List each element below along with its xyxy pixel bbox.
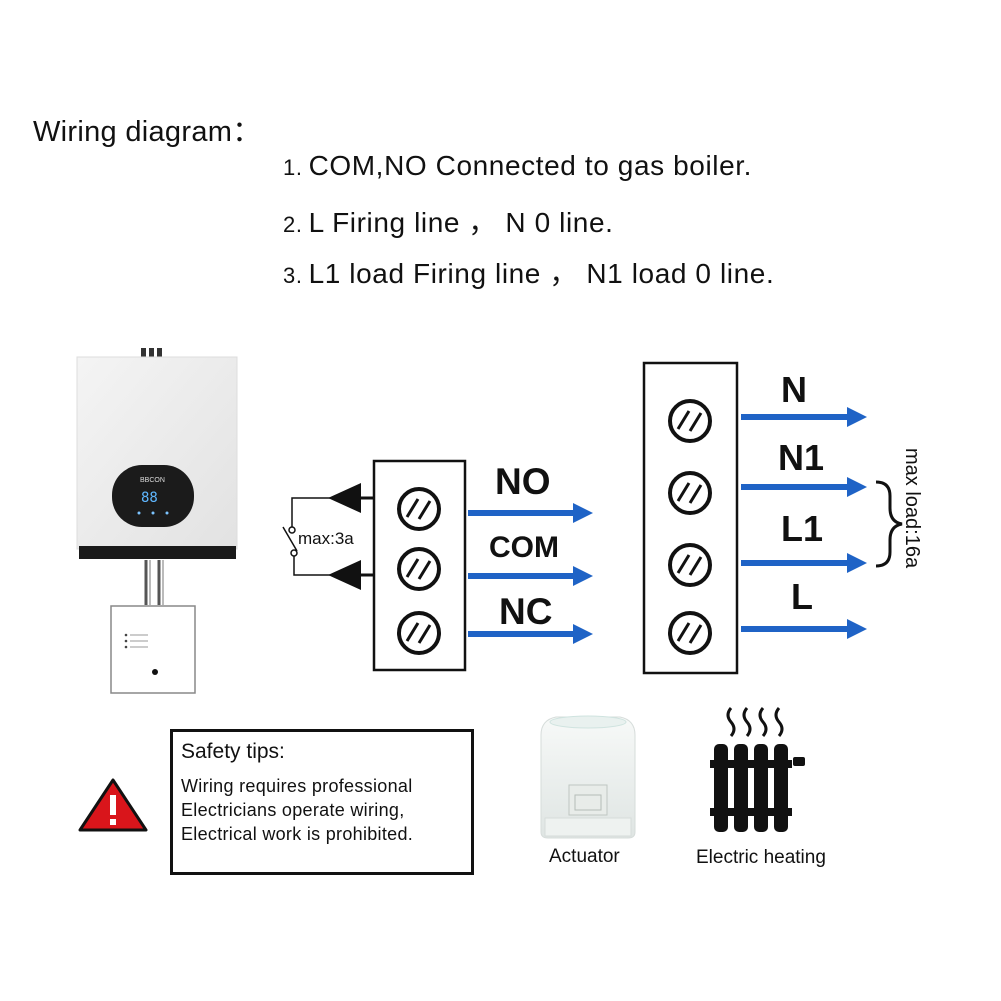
- step-3: 3.L1 load Firing line ， N1 load 0 line.: [283, 252, 774, 292]
- step-number: 3.: [283, 263, 303, 288]
- boiler-brand-label: BBCON: [140, 477, 165, 484]
- output-arrow-no: [468, 503, 593, 523]
- actuator-caption: Actuator: [549, 846, 620, 867]
- terminal-label-nc: NC: [499, 591, 552, 632]
- radiator-icon: [710, 707, 805, 832]
- output-arrow-l1: [741, 553, 867, 573]
- gas-boiler-image: BBCON 88: [76, 348, 238, 605]
- left-terminal-block: [372, 459, 467, 672]
- safety-tips-title: Safety tips:: [181, 740, 285, 763]
- safety-tip-line: Electricians operate wiring,: [181, 800, 405, 820]
- terminal-screw: [397, 547, 441, 591]
- terminal-label-l1: L1: [781, 508, 823, 549]
- boiler-display-readout: 88: [141, 490, 158, 506]
- thermostat-panel-image: [110, 605, 196, 694]
- step-2: 2.L Firing line ， N 0 line.: [283, 201, 614, 241]
- step-1: 1.COM,NO Connected to gas boiler.: [283, 150, 752, 182]
- step-text: L Firing line ， N 0 line.: [308, 207, 614, 238]
- step-number: 1.: [283, 155, 303, 180]
- step-text: COM,NO Connected to gas boiler.: [308, 150, 753, 181]
- terminal-label-com: COM: [489, 531, 559, 564]
- right-terminal-block: [642, 361, 739, 675]
- step-text: L1 load Firing line ， N1 load 0 line.: [308, 258, 775, 289]
- relay-switch-symbol: max:3a: [282, 497, 354, 576]
- safety-tip-line: Wiring requires professional: [181, 776, 413, 796]
- terminal-label-n: N: [781, 369, 807, 410]
- output-arrow-l: [741, 619, 867, 639]
- terminal-screw: [668, 399, 712, 443]
- safety-tip-line: Electrical work is prohibited.: [181, 824, 414, 844]
- terminal-screw: [668, 543, 712, 587]
- terminal-screw: [668, 471, 712, 515]
- relay-max-current-label: max:3a: [298, 529, 354, 548]
- electric-heating-caption: Electric heating: [696, 847, 826, 868]
- terminal-label-no: NO: [495, 461, 551, 502]
- output-arrow-n1: [741, 477, 867, 497]
- terminal-screw: [397, 611, 441, 655]
- max-load-label: max load:16a: [901, 448, 923, 569]
- terminal-screw: [397, 487, 441, 531]
- warning-icon: [78, 778, 148, 832]
- terminal-label-l: L: [791, 576, 813, 617]
- output-arrow-com: [468, 566, 593, 586]
- diagram-heading: Wiring diagram：: [33, 116, 262, 148]
- output-arrow-nc: [468, 624, 593, 644]
- step-number: 2.: [283, 212, 303, 237]
- actuator-image: [540, 715, 636, 839]
- terminal-screw: [668, 611, 712, 655]
- output-arrow-n: [741, 407, 867, 427]
- terminal-label-n1: N1: [778, 437, 824, 478]
- load-brace: [875, 480, 903, 568]
- safety-tips-box: [170, 729, 474, 875]
